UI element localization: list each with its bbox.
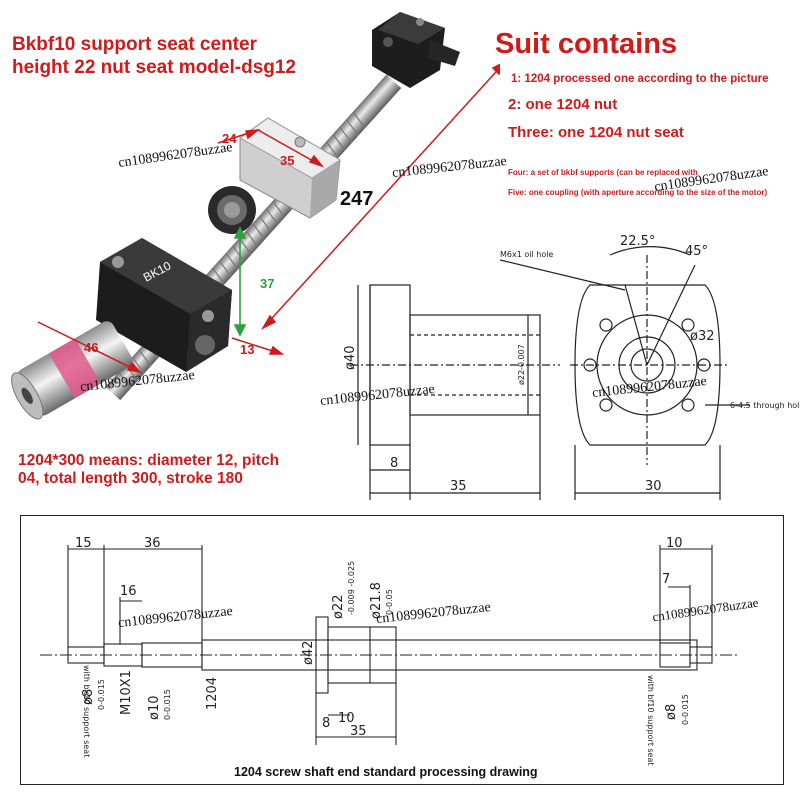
suit-item-3: Three: one 1204 nut seat (508, 124, 684, 141)
tol8-left: 0-0.015 (97, 679, 106, 710)
dim-37-label: 37 (260, 276, 274, 291)
angle-45-label: 45° (685, 244, 708, 259)
dim-24 (217, 129, 261, 144)
phi42: ø42 (301, 641, 316, 666)
phi8-left: ø8 (81, 689, 96, 705)
s1204: 1204 (205, 677, 220, 710)
oil-hole-label: M6x1 oil hole (500, 250, 553, 259)
ballscrew-photo: BK10 24 35 37 46 13 247 (11, 12, 500, 420)
tol22: -0.009 -0.025 (347, 561, 356, 615)
phi8-right: ø8 (664, 704, 679, 720)
dim-35-label: 35 (280, 153, 294, 168)
bf-note: with bf10 support seat (646, 675, 655, 766)
dim-8: 8 (322, 716, 330, 731)
dim-16: 16 (120, 584, 137, 599)
dim-35: 35 (350, 724, 367, 739)
phi32-label: ø32 (690, 329, 715, 344)
dim-24-label: 24 (222, 131, 237, 146)
phi10: ø10 (147, 696, 162, 721)
suit-item-1: 1: 1204 processed one according to the p… (511, 73, 769, 85)
dim-247 (261, 63, 500, 330)
dim-10-right: 10 (666, 536, 683, 551)
description-line-2: 04, total length 300, stroke 180 (18, 470, 243, 487)
dim-7: 7 (662, 572, 670, 587)
dim-247-label: 247 (340, 188, 373, 210)
m10-label: M10X1 (119, 670, 134, 715)
phi218: ø21.8 (369, 582, 384, 619)
angle-22-label: 22.5° (620, 234, 655, 249)
suit-item-2: 2: one 1204 nut (508, 96, 618, 113)
dim-46 (37, 321, 142, 374)
w35-label: 35 (450, 479, 467, 494)
w8-label: 8 (390, 456, 398, 471)
dim-13-label: 13 (240, 342, 254, 357)
flange-front (574, 284, 721, 446)
phi22-label: ø22-0.007 (517, 344, 526, 385)
phi40-label: ø40 (343, 346, 358, 371)
tol8-right: 0-0.015 (681, 694, 690, 725)
through-hole-label: 6-4.5 through hole (730, 401, 800, 410)
tol10: 0-0.015 (163, 689, 172, 720)
suit-item-5: Five: one coupling (with aperture accord… (508, 188, 768, 197)
dim-13 (231, 337, 285, 355)
phi22: ø22 (331, 595, 346, 620)
description-line-1: 1204*300 means: diameter 12, pitch (18, 452, 280, 469)
nut-seat-drawing: M6x1 oil hole 6-4.5 through hole 22.5° 4… (343, 234, 800, 500)
dim-36: 36 (144, 536, 161, 551)
dim-37 (233, 226, 247, 337)
dim-35 (257, 129, 325, 168)
dim-15: 15 (75, 536, 92, 551)
suit-heading: Suit contains (495, 28, 678, 60)
shaft-drawing-frame (20, 515, 784, 785)
bf10-support-block (372, 12, 460, 88)
bk-note: with bk10 support seat (82, 665, 91, 757)
shaft-drawing: 15 36 16 10 7 35 8 10 ø8 0-0.015 M10X1 ø… (40, 536, 740, 766)
coupling (11, 321, 133, 420)
dim-46-label: 46 (84, 340, 98, 355)
title-line-1: Bkbf10 support seat center (12, 34, 257, 55)
suit-item-4: Four: a set of bkbf supports (can be rep… (508, 168, 698, 177)
title-line-2: height 22 nut seat model-dsg12 (12, 57, 296, 78)
dim-10-flange: 10 (338, 711, 355, 726)
shaft-drawing-caption: 1204 screw shaft end standard processing… (234, 765, 538, 779)
w30-label: 30 (645, 479, 662, 494)
bk10-support-block: BK10 (96, 238, 232, 372)
tol218: 0-0.05 (385, 589, 394, 615)
